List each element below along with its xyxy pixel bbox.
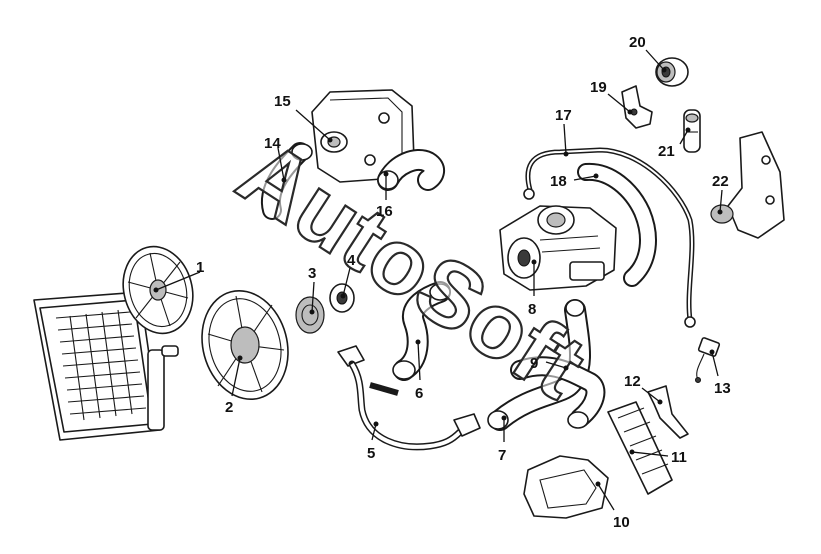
callout-17: 17 bbox=[555, 107, 572, 157]
engine-housing bbox=[311, 89, 415, 183]
callout-18: 18 bbox=[550, 173, 599, 190]
pulley-20 bbox=[655, 57, 689, 87]
callout-label: 12 bbox=[624, 373, 641, 390]
callout-13: 13 bbox=[709, 349, 731, 397]
callout-label: 20 bbox=[629, 34, 646, 51]
callout-11: 11 bbox=[629, 449, 687, 466]
callout-label: 7 bbox=[498, 447, 506, 464]
callout-label: 16 bbox=[376, 203, 393, 220]
callout-1: 1 bbox=[153, 259, 204, 293]
callout-label: 4 bbox=[347, 252, 356, 269]
callout-label: 18 bbox=[550, 173, 567, 190]
callout-label: 15 bbox=[274, 93, 291, 110]
callout-2: 2 bbox=[225, 355, 243, 416]
callout-label: 19 bbox=[590, 79, 607, 96]
callout-label: 22 bbox=[712, 173, 729, 190]
panel-11 bbox=[607, 401, 673, 495]
callout-15: 15 bbox=[274, 93, 333, 143]
callout-label: 9 bbox=[530, 355, 538, 372]
fan-large bbox=[201, 289, 289, 401]
pump-housing bbox=[499, 205, 617, 291]
callout-label: 17 bbox=[555, 107, 572, 124]
callout-label: 8 bbox=[528, 301, 536, 318]
hose-14 bbox=[260, 142, 313, 220]
callout-14: 14 bbox=[264, 135, 287, 183]
callout-21: 21 bbox=[658, 127, 691, 160]
callout-12: 12 bbox=[624, 373, 663, 405]
callout-label: 13 bbox=[714, 380, 731, 397]
callout-label: 14 bbox=[264, 135, 281, 152]
hose-16 bbox=[377, 149, 445, 191]
callout-label: 3 bbox=[308, 265, 316, 282]
sensor-13 bbox=[695, 337, 721, 383]
mount-bracket-22 bbox=[710, 131, 785, 239]
callout-8: 8 bbox=[528, 259, 537, 318]
callout-4: 4 bbox=[340, 252, 356, 299]
cover-10 bbox=[523, 455, 609, 519]
callout-label: 6 bbox=[415, 385, 423, 402]
callout-5: 5 bbox=[367, 421, 379, 462]
callout-10: 10 bbox=[595, 481, 630, 531]
callout-label: 2 bbox=[225, 399, 233, 416]
hose-9 bbox=[510, 356, 606, 429]
callout-20: 20 bbox=[629, 34, 667, 73]
bracket-12 bbox=[647, 385, 689, 439]
callout-3: 3 bbox=[308, 265, 316, 315]
coolant-pipe-5 bbox=[337, 345, 481, 451]
callout-label: 1 bbox=[196, 259, 204, 276]
coolant-pipe-7 bbox=[487, 299, 591, 431]
pipe-17 bbox=[523, 147, 696, 328]
callout-label: 21 bbox=[658, 143, 675, 160]
callout-label: 5 bbox=[367, 445, 375, 462]
callout-6: 6 bbox=[415, 339, 423, 402]
hose-6 bbox=[392, 281, 451, 381]
sensor-21 bbox=[683, 109, 701, 153]
callout-7: 7 bbox=[498, 415, 507, 464]
callout-label: 10 bbox=[613, 514, 630, 531]
coupling bbox=[295, 296, 325, 334]
callout-22: 22 bbox=[712, 173, 729, 215]
callout-16: 16 bbox=[376, 171, 393, 220]
callout-9: 9 bbox=[530, 355, 569, 372]
radiator bbox=[33, 291, 179, 441]
bracket-19 bbox=[621, 85, 653, 129]
hose-18 bbox=[577, 162, 657, 287]
callout-19: 19 bbox=[590, 79, 633, 115]
callout-label: 11 bbox=[671, 449, 687, 466]
